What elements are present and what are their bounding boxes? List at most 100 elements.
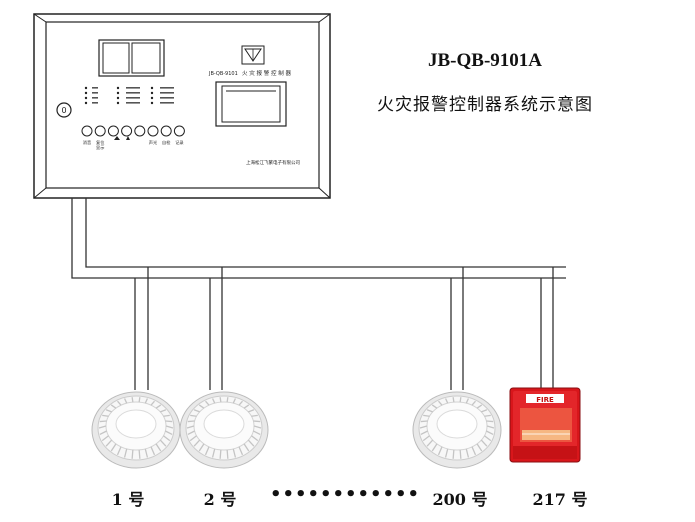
lamp-caption-mark bbox=[160, 87, 174, 89]
detector-vent bbox=[102, 414, 109, 417]
detector-vent bbox=[452, 449, 455, 459]
detector-vent bbox=[98, 425, 107, 429]
detector-vent bbox=[423, 414, 430, 417]
lamp-caption-mark bbox=[92, 102, 98, 104]
detector-vent bbox=[165, 425, 174, 429]
panel-button bbox=[121, 125, 133, 137]
detector-vent bbox=[253, 430, 261, 436]
detector-vent bbox=[480, 439, 488, 447]
detector-vent bbox=[431, 443, 438, 452]
detector-2-label: 2 号 bbox=[203, 490, 237, 509]
detector-vent bbox=[484, 414, 491, 417]
detector-vent bbox=[243, 443, 250, 452]
detector-vent bbox=[251, 435, 259, 442]
detector-vent bbox=[198, 404, 205, 409]
detector-vent bbox=[426, 409, 433, 413]
detector-vent bbox=[110, 404, 117, 409]
smoke-detector-200-icon bbox=[412, 391, 502, 469]
detector-vent bbox=[444, 448, 449, 458]
indicator-lamp bbox=[84, 96, 88, 100]
detector-vent bbox=[211, 448, 216, 458]
printer bbox=[215, 81, 287, 127]
indicator-lamp bbox=[150, 96, 154, 100]
detector-vent bbox=[452, 397, 455, 403]
detector-vent bbox=[144, 448, 149, 458]
detector-vent bbox=[459, 449, 462, 459]
detector-vent bbox=[438, 400, 443, 406]
indicator-lamp bbox=[84, 101, 88, 105]
indicator-lamp bbox=[84, 91, 88, 95]
detector-vent bbox=[232, 398, 237, 404]
detector-vent bbox=[101, 435, 109, 442]
detector-vent bbox=[420, 420, 428, 423]
detector-vent bbox=[105, 439, 113, 447]
detector-vent bbox=[190, 414, 197, 417]
detector-vent bbox=[193, 409, 200, 413]
diagram-title: JB-QB-9101A bbox=[428, 50, 542, 71]
panel-button bbox=[134, 125, 146, 137]
panel-maker-label: 上海松江飞繁电子有限公司 bbox=[246, 159, 300, 166]
detector-vent bbox=[431, 404, 438, 409]
detector-vent bbox=[155, 443, 162, 452]
ellipsis: •••••••••••• bbox=[270, 484, 421, 505]
detector-vent bbox=[486, 420, 494, 423]
lamp-caption-mark bbox=[160, 92, 174, 94]
lamp-caption-mark bbox=[160, 97, 174, 99]
lamp-caption-mark bbox=[126, 92, 140, 94]
smoke-detector-1-icon bbox=[91, 391, 181, 469]
detector-vent bbox=[131, 397, 134, 403]
indicator-lamp bbox=[116, 101, 120, 105]
panel-button bbox=[147, 125, 159, 137]
bell-symbol-icon bbox=[114, 136, 120, 140]
detector-vent bbox=[238, 400, 243, 406]
panel-button-label: 显示 bbox=[96, 145, 104, 150]
detector-vent bbox=[248, 409, 255, 413]
detector-vent bbox=[159, 439, 167, 447]
panel-button bbox=[173, 125, 185, 137]
detector-vent bbox=[189, 435, 197, 442]
detector-vent bbox=[476, 404, 483, 409]
alarm-badge: FIRE bbox=[536, 396, 554, 404]
detector-vent bbox=[253, 425, 262, 429]
detector-vent bbox=[165, 420, 173, 423]
detector-vent bbox=[144, 398, 149, 404]
detector-1-label: 1 号 bbox=[111, 490, 145, 509]
detector-vent bbox=[238, 446, 244, 456]
alarm-217-label: 217 号 bbox=[532, 490, 588, 509]
detector-vent bbox=[150, 400, 155, 406]
indicator-lamp bbox=[116, 86, 120, 90]
detector-vent bbox=[253, 420, 261, 423]
key-switch-label: 0 bbox=[61, 106, 66, 115]
lamp-caption-mark bbox=[126, 97, 140, 99]
detector-vent bbox=[444, 398, 449, 404]
detector-vent bbox=[422, 435, 430, 442]
detector-center bbox=[115, 409, 157, 439]
lamp-caption-mark bbox=[92, 87, 98, 89]
lcd-display bbox=[98, 39, 165, 77]
detector-vent bbox=[251, 414, 258, 417]
detector-vent bbox=[486, 425, 495, 429]
detector-vent bbox=[99, 420, 107, 423]
detector-vent bbox=[163, 435, 171, 442]
detector-vent bbox=[193, 439, 201, 447]
detector-vent bbox=[459, 397, 462, 403]
detector-vent bbox=[165, 430, 173, 436]
detector-vent bbox=[138, 449, 141, 459]
detector-vent bbox=[476, 443, 483, 452]
panel-model-label: JB-QB-9101 bbox=[208, 71, 238, 77]
panel-button bbox=[107, 125, 119, 137]
indicator-lamps bbox=[84, 86, 174, 105]
panel-button bbox=[81, 125, 93, 137]
detector-vent bbox=[471, 446, 477, 456]
lamp-caption-mark bbox=[160, 102, 174, 104]
detector-vent bbox=[150, 446, 156, 456]
indicator-lamp bbox=[116, 96, 120, 100]
panel-button-label: 自检 bbox=[162, 139, 171, 146]
detector-vent bbox=[465, 448, 470, 458]
indicator-lamp bbox=[116, 91, 120, 95]
brand-logo-icon bbox=[241, 45, 265, 65]
detector-vent bbox=[226, 449, 229, 459]
detector-vent bbox=[187, 430, 195, 436]
detector-vent bbox=[219, 397, 222, 403]
